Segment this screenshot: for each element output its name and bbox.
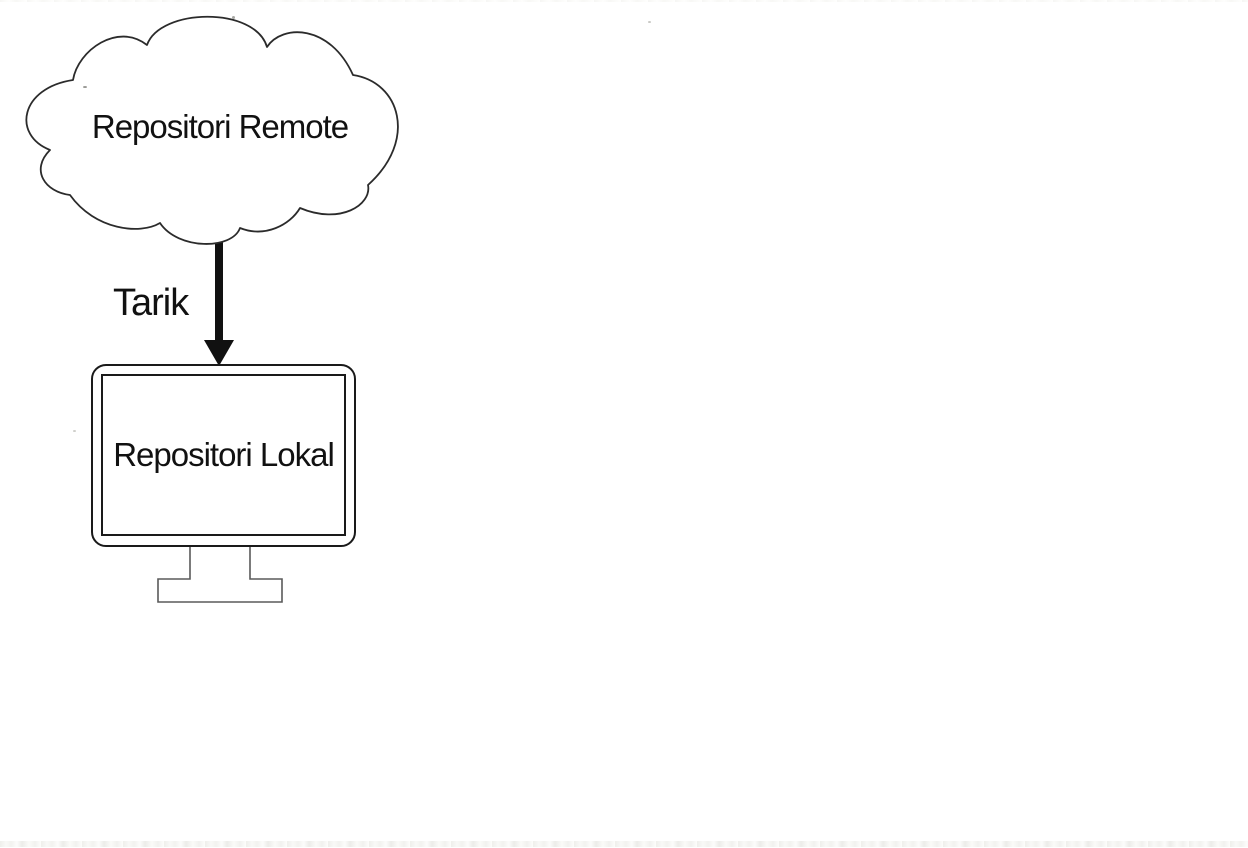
pull-arrow-head xyxy=(204,340,234,366)
pull-arrow-label: Tarik xyxy=(113,281,189,324)
noise-speck xyxy=(232,16,235,19)
noise-speck xyxy=(83,86,87,88)
remote-repository-cloud xyxy=(25,15,399,245)
local-repository-label: Repositori Lokal xyxy=(113,436,335,473)
local-repository-monitor xyxy=(91,364,356,547)
monitor-screen xyxy=(101,374,346,536)
noise-speck xyxy=(73,430,76,432)
pull-arrow xyxy=(204,242,234,366)
noise-speck xyxy=(648,21,651,23)
scan-noise-top-edge xyxy=(0,0,1248,2)
monitor-stand xyxy=(157,547,283,603)
remote-repository-label: Repositori Remote xyxy=(91,108,349,145)
pull-arrow-stem xyxy=(215,242,223,343)
scan-noise-bottom-edge xyxy=(0,841,1248,847)
